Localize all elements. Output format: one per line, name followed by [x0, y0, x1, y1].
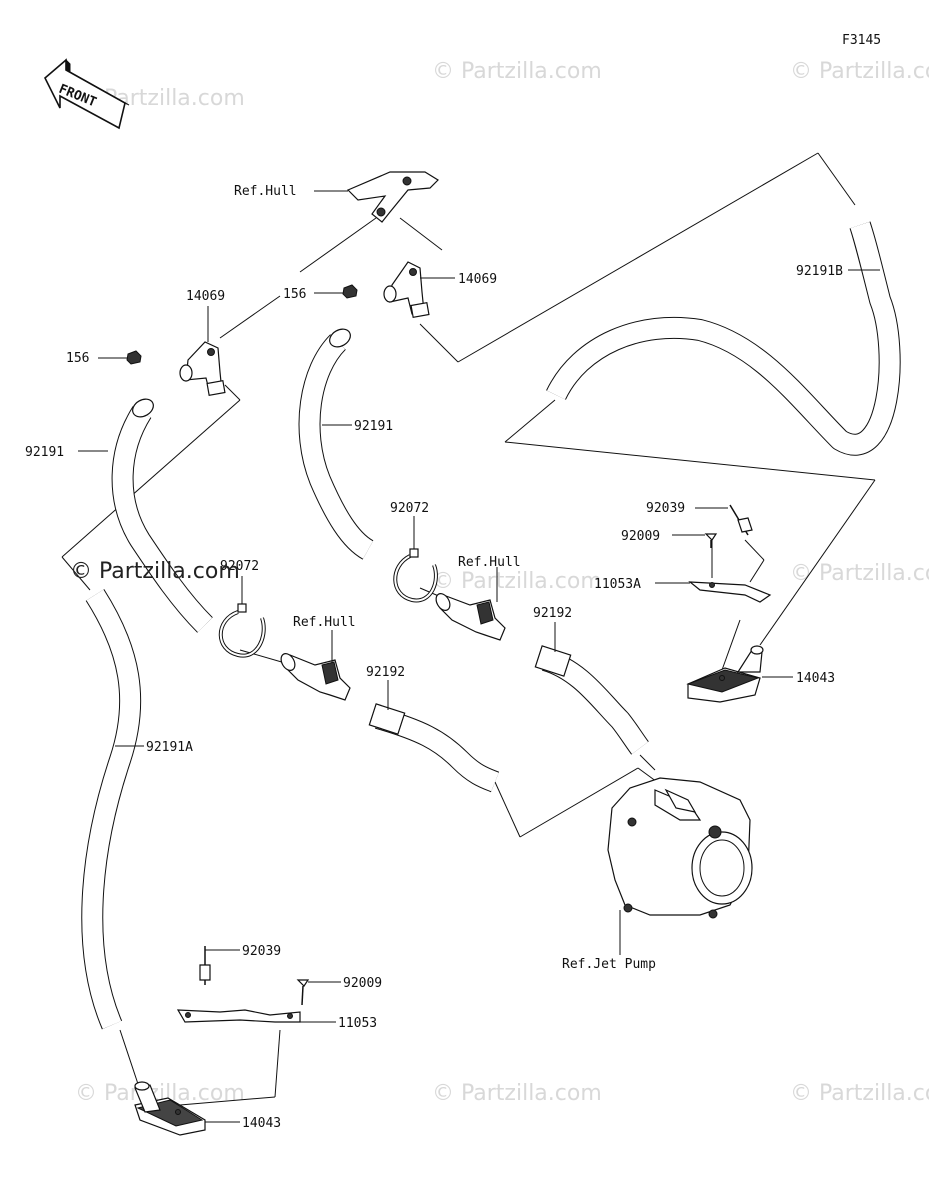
bolt-156-left — [126, 350, 142, 365]
label-156-right: 156 — [283, 287, 306, 302]
label-92009-right: 92009 — [621, 529, 660, 544]
label-11053a: 11053A — [594, 577, 641, 592]
clamp-92072-left — [218, 603, 266, 658]
label-92191-mid: 92191 — [354, 419, 393, 434]
hose-92192-left — [368, 703, 500, 793]
strainer-14043-left — [134, 1081, 206, 1136]
label-92192-left: 92192 — [366, 665, 405, 680]
label-92039-left: 92039 — [242, 944, 281, 959]
label-92039-right: 92039 — [646, 501, 685, 516]
hose-92191a — [81, 589, 142, 1030]
rivet-92039-right — [729, 504, 753, 536]
hose-92191-mid — [298, 328, 374, 560]
watermark: © Partzilla.com — [790, 561, 929, 586]
hose-92191-left — [111, 398, 213, 633]
watermark: © Partzilla.com — [432, 569, 602, 594]
jet-pump — [607, 777, 753, 919]
bolt-156-right — [342, 284, 358, 299]
label-92072-left: 92072 — [220, 559, 259, 574]
ref-jet-pump-label: Ref.Jet Pump — [562, 957, 656, 972]
label-14043-right: 14043 — [796, 671, 835, 686]
front-arrow-icon: FRONT — [44, 58, 130, 130]
label-92191-left: 92191 — [25, 445, 64, 460]
hose-92191b — [546, 221, 901, 456]
watermark: © Partzilla.com — [432, 1081, 602, 1106]
fitting-14069-left — [179, 341, 226, 396]
label-11053: 11053 — [338, 1016, 377, 1031]
screw-92009-right — [704, 533, 718, 548]
label-92009-left: 92009 — [343, 976, 382, 991]
label-14069-left: 14069 — [186, 289, 225, 304]
fitting-14069-right — [383, 261, 430, 318]
hull-connector-right — [435, 593, 506, 641]
label-92191b: 92191B — [796, 264, 843, 279]
hull-connector-left — [280, 653, 351, 701]
watermark: © Partzilla.com — [432, 59, 602, 84]
hull-bracket — [346, 171, 439, 223]
watermark: © Partzilla.com — [790, 59, 929, 84]
rivet-92039-left — [199, 946, 211, 985]
label-92072-right: 92072 — [390, 501, 429, 516]
bracket-11053 — [176, 1009, 301, 1023]
ref-hull-top-label: Ref.Hull — [234, 184, 297, 199]
label-14069-right: 14069 — [458, 272, 497, 287]
label-156-left: 156 — [66, 351, 89, 366]
figure-code: F3145 — [842, 33, 881, 48]
watermarks: © Partzilla.com © Partzilla.com © Partzi… — [75, 59, 929, 1106]
watermark: © Partzilla.com — [790, 1081, 929, 1106]
ref-hull-mid-left-label: Ref.Hull — [293, 615, 356, 630]
watermark-dark: © Partzilla.com — [70, 559, 240, 584]
clamp-92072-right — [393, 548, 438, 603]
bracket-11053a — [688, 581, 772, 603]
ref-hull-mid-right-label: Ref.Hull — [458, 555, 521, 570]
strainer-14043-right — [686, 645, 764, 703]
assembly-lines — [61, 152, 876, 1106]
label-92192-right: 92192 — [533, 606, 572, 621]
label-14043-left: 14043 — [242, 1116, 281, 1131]
label-92191a: 92191A — [146, 740, 193, 755]
hose-92192-right — [534, 645, 649, 755]
screw-92009-left — [296, 979, 310, 1006]
